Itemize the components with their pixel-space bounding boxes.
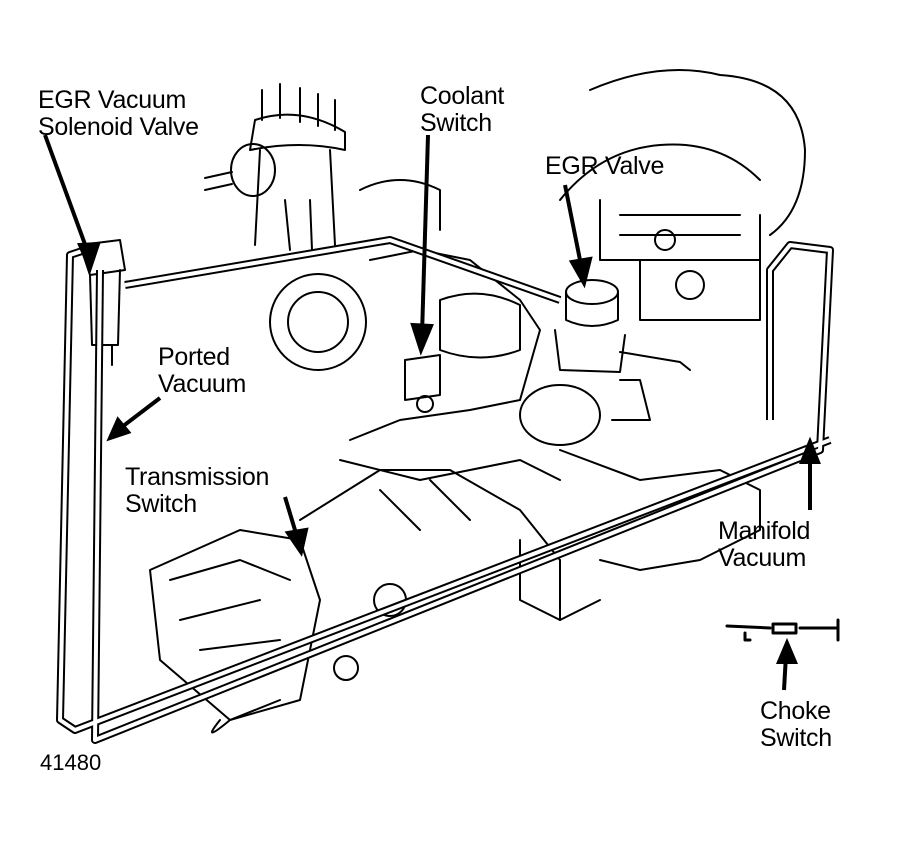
label-egr-valve: EGR Valve	[545, 153, 664, 180]
label-ported-vacuum: Ported Vacuum	[158, 344, 246, 398]
label-line: Manifold	[718, 517, 811, 545]
air-cleaner	[559, 69, 806, 321]
figure-number: 41480	[40, 750, 102, 775]
label-line: Switch	[125, 490, 197, 518]
label-coolant-switch: Coolant Switch	[420, 83, 504, 137]
label-line: EGR Valve	[545, 152, 665, 180]
label-line: Transmission	[125, 463, 270, 491]
label-line: Ported	[158, 343, 230, 371]
egr-valve-drawing	[554, 279, 691, 421]
choke-switch-drawing	[725, 618, 840, 642]
label-line: Vacuum	[718, 544, 807, 572]
engine-block	[269, 179, 761, 621]
label-line: Choke	[760, 697, 831, 725]
label-choke-switch: Choke Switch	[760, 698, 832, 752]
leader-lines	[43, 134, 821, 691]
label-line: Switch	[760, 724, 832, 752]
label-line: Solenoid Valve	[38, 113, 199, 141]
coolant-switch-drawing	[404, 354, 441, 413]
distributor	[204, 83, 346, 251]
label-line: Switch	[420, 109, 492, 137]
label-transmission-switch: Transmission Switch	[125, 464, 269, 518]
label-egr-vacuum-solenoid-valve: EGR Vacuum Solenoid Valve	[38, 87, 199, 141]
label-line: Coolant	[420, 82, 505, 110]
label-line: EGR Vacuum	[38, 86, 186, 114]
label-line: Vacuum	[158, 370, 247, 398]
label-manifold-vacuum: Manifold Vacuum	[718, 518, 810, 572]
